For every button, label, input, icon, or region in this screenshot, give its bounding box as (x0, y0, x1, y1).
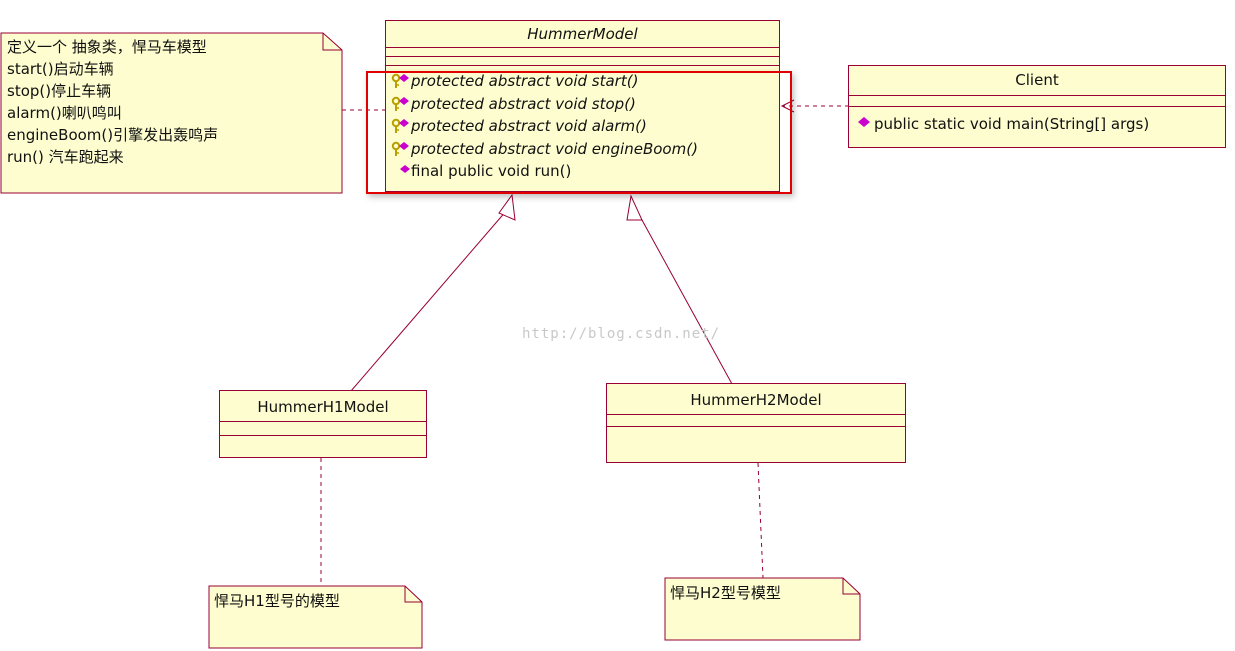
h2-generalization-line (641, 219, 733, 385)
h1-generalization-line (350, 209, 508, 392)
note-abstract[interactable]: 定义一个 抽象类，悍马车模型 start()启动车辆 stop()停止车辆 al… (7, 36, 218, 168)
attributes-compartment (386, 57, 779, 66)
class-name: HummerH2Model (607, 384, 905, 415)
note-abstract-line: start()启动车辆 (7, 60, 114, 78)
attributes-compartment (386, 48, 779, 57)
note-abstract-line: 定义一个 抽象类，悍马车模型 (7, 38, 207, 56)
class-hummer-h1-model[interactable]: HummerH1Model (219, 390, 427, 458)
operation-label: final public void run() (411, 162, 572, 180)
note-abstract-line: stop()停止车辆 (7, 82, 112, 100)
class-name: HummerModel (386, 21, 779, 48)
note-h1-shape (208, 585, 423, 649)
note-abstract-line: run() 汽车跑起来 (7, 148, 124, 166)
note-h2-text: 悍马H2型号模型 (670, 584, 781, 602)
key-diamond-icon (391, 118, 409, 133)
operations-compartment: public static void main(String[] args) (849, 107, 1225, 136)
class-client[interactable]: Client public static void main(String[] … (848, 65, 1226, 148)
operation-start[interactable]: protected abstract void start() (391, 70, 779, 93)
note-abstract-shape (0, 32, 343, 194)
operation-label: public static void main(String[] args) (874, 115, 1150, 133)
note-h2[interactable]: 悍马H2型号模型 (670, 582, 781, 604)
note-h1-fold (404, 586, 422, 603)
watermark-text: http://blog.csdn.net/ (522, 326, 721, 342)
operation-engine-boom[interactable]: protected abstract void engineBoom() (391, 138, 779, 161)
note-abstract-line: engineBoom()引擎发出轰鸣声 (7, 126, 219, 144)
operation-label: protected abstract void start() (411, 72, 639, 90)
class-hummer-h2-model[interactable]: HummerH2Model (606, 383, 906, 463)
note-link-h2 (757, 462, 764, 579)
note-h1-text: 悍马H1型号的模型 (214, 592, 340, 610)
operation-main[interactable]: public static void main(String[] args) (854, 113, 1225, 136)
note-h1[interactable]: 悍马H1型号的模型 (214, 590, 340, 612)
class-name: Client (849, 66, 1225, 96)
operation-label: protected abstract void alarm() (411, 117, 647, 135)
note-abstract-fold (322, 33, 342, 51)
attributes-compartment (220, 422, 426, 436)
operations-compartment: protected abstract void start() protecte… (386, 66, 779, 183)
class-name: HummerH1Model (220, 391, 426, 422)
operation-label: protected abstract void engineBoom() (411, 139, 698, 158)
attributes-compartment (849, 96, 1225, 107)
h1-generalization-arrowhead (498, 193, 516, 221)
key-diamond-icon (391, 96, 409, 111)
key-diamond-icon (391, 141, 409, 156)
operation-stop[interactable]: protected abstract void stop() (391, 93, 779, 116)
key-diamond-icon (391, 73, 409, 88)
note-abstract-line: alarm()喇叭鸣叫 (7, 104, 122, 122)
highlight-box (366, 71, 792, 194)
operation-label: protected abstract void stop() (411, 94, 636, 113)
operation-run[interactable]: final public void run() (391, 160, 779, 183)
note-h2-fold (842, 578, 860, 595)
diamond-icon (858, 117, 870, 127)
class-hummer-model[interactable]: HummerModel protected abstract void star… (385, 20, 780, 192)
diamond-icon (400, 165, 410, 173)
operation-alarm[interactable]: protected abstract void alarm() (391, 115, 779, 138)
attributes-compartment (607, 415, 905, 427)
h2-generalization-arrowhead (626, 194, 643, 221)
note-h2-shape (664, 577, 861, 641)
